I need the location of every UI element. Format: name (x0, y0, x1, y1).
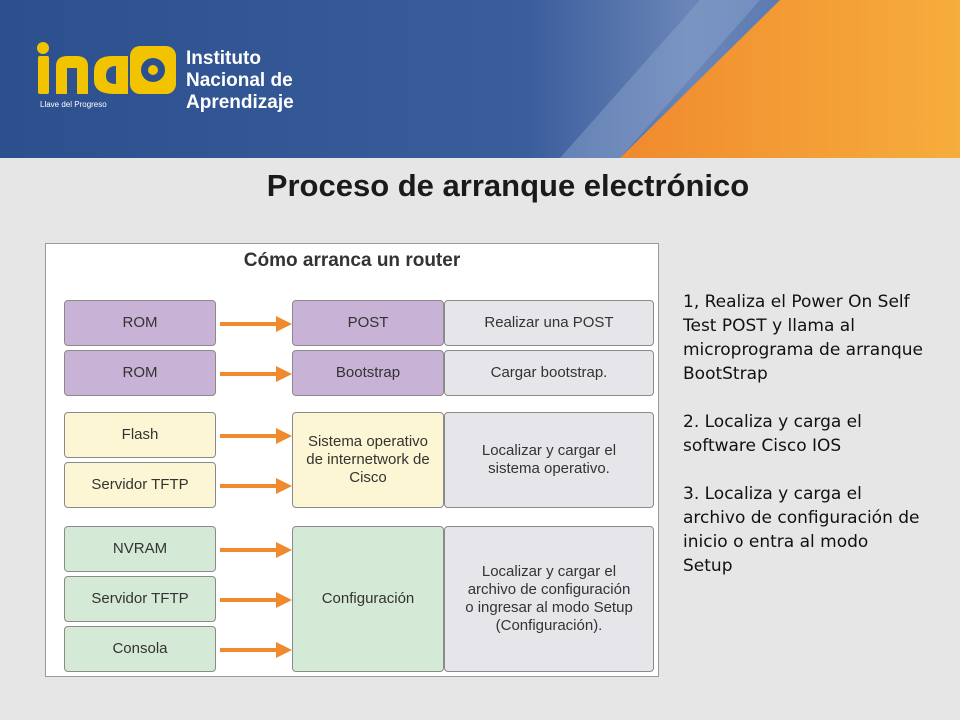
source-consola: Consola (64, 626, 216, 672)
action-configuracion: Localizar y cargar el archivo de configu… (444, 526, 654, 672)
router-boot-diagram: Cómo arranca un router ROM ROM Flash Ser… (45, 243, 659, 677)
stage-post: POST (292, 300, 444, 346)
ina-logo-mark (37, 42, 176, 94)
arrow-right-icon (220, 642, 292, 658)
arrow-right-icon (220, 592, 292, 608)
step-1: 1, Realiza el Power On Self Test POST y … (683, 292, 924, 384)
action-post: Realizar una POST (444, 300, 654, 346)
arrow-right-icon (220, 478, 292, 494)
logo-line-2: Nacional de (186, 70, 293, 91)
source-rom-2: ROM (64, 350, 216, 396)
source-nvram: NVRAM (64, 526, 216, 572)
source-flash: Flash (64, 412, 216, 458)
logo-line-3: Aprendizaje (186, 92, 294, 113)
logo-institute-name: Instituto Nacional de Aprendizaje (186, 48, 294, 114)
logo-tagline: Llave del Progreso (40, 100, 107, 109)
ina-logo (30, 42, 320, 122)
stage-ios: Sistema operativo de internetwork de Cis… (292, 412, 444, 508)
diagram-title: Cómo arranca un router (243, 250, 461, 271)
source-tftp-1: Servidor TFTP (64, 462, 216, 508)
diagram-panel: ROM ROM Flash Servidor TFTP NVRAM Servid… (60, 278, 657, 675)
arrow-right-icon (220, 542, 292, 558)
source-tftp-2: Servidor TFTP (64, 576, 216, 622)
action-ios: Localizar y cargar el sistema operativo. (444, 412, 654, 508)
stage-bootstrap: Bootstrap (292, 350, 444, 396)
source-rom-1: ROM (64, 300, 216, 346)
action-bootstrap: Cargar bootstrap. (444, 350, 654, 396)
step-2: 2. Localiza y carga el software Cisco IO… (683, 412, 862, 456)
arrow-right-icon (220, 316, 292, 332)
page-title: Proceso de arranque electrónico (266, 168, 750, 203)
steps-list: 1, Realiza el Power On Self Test POST y … (683, 290, 923, 602)
logo-line-1: Instituto (186, 48, 261, 69)
step-3: 3. Localiza y carga el archivo de config… (683, 484, 920, 576)
arrow-right-icon (220, 366, 292, 382)
arrow-right-icon (220, 428, 292, 444)
stage-configuracion: Configuración (292, 526, 444, 672)
